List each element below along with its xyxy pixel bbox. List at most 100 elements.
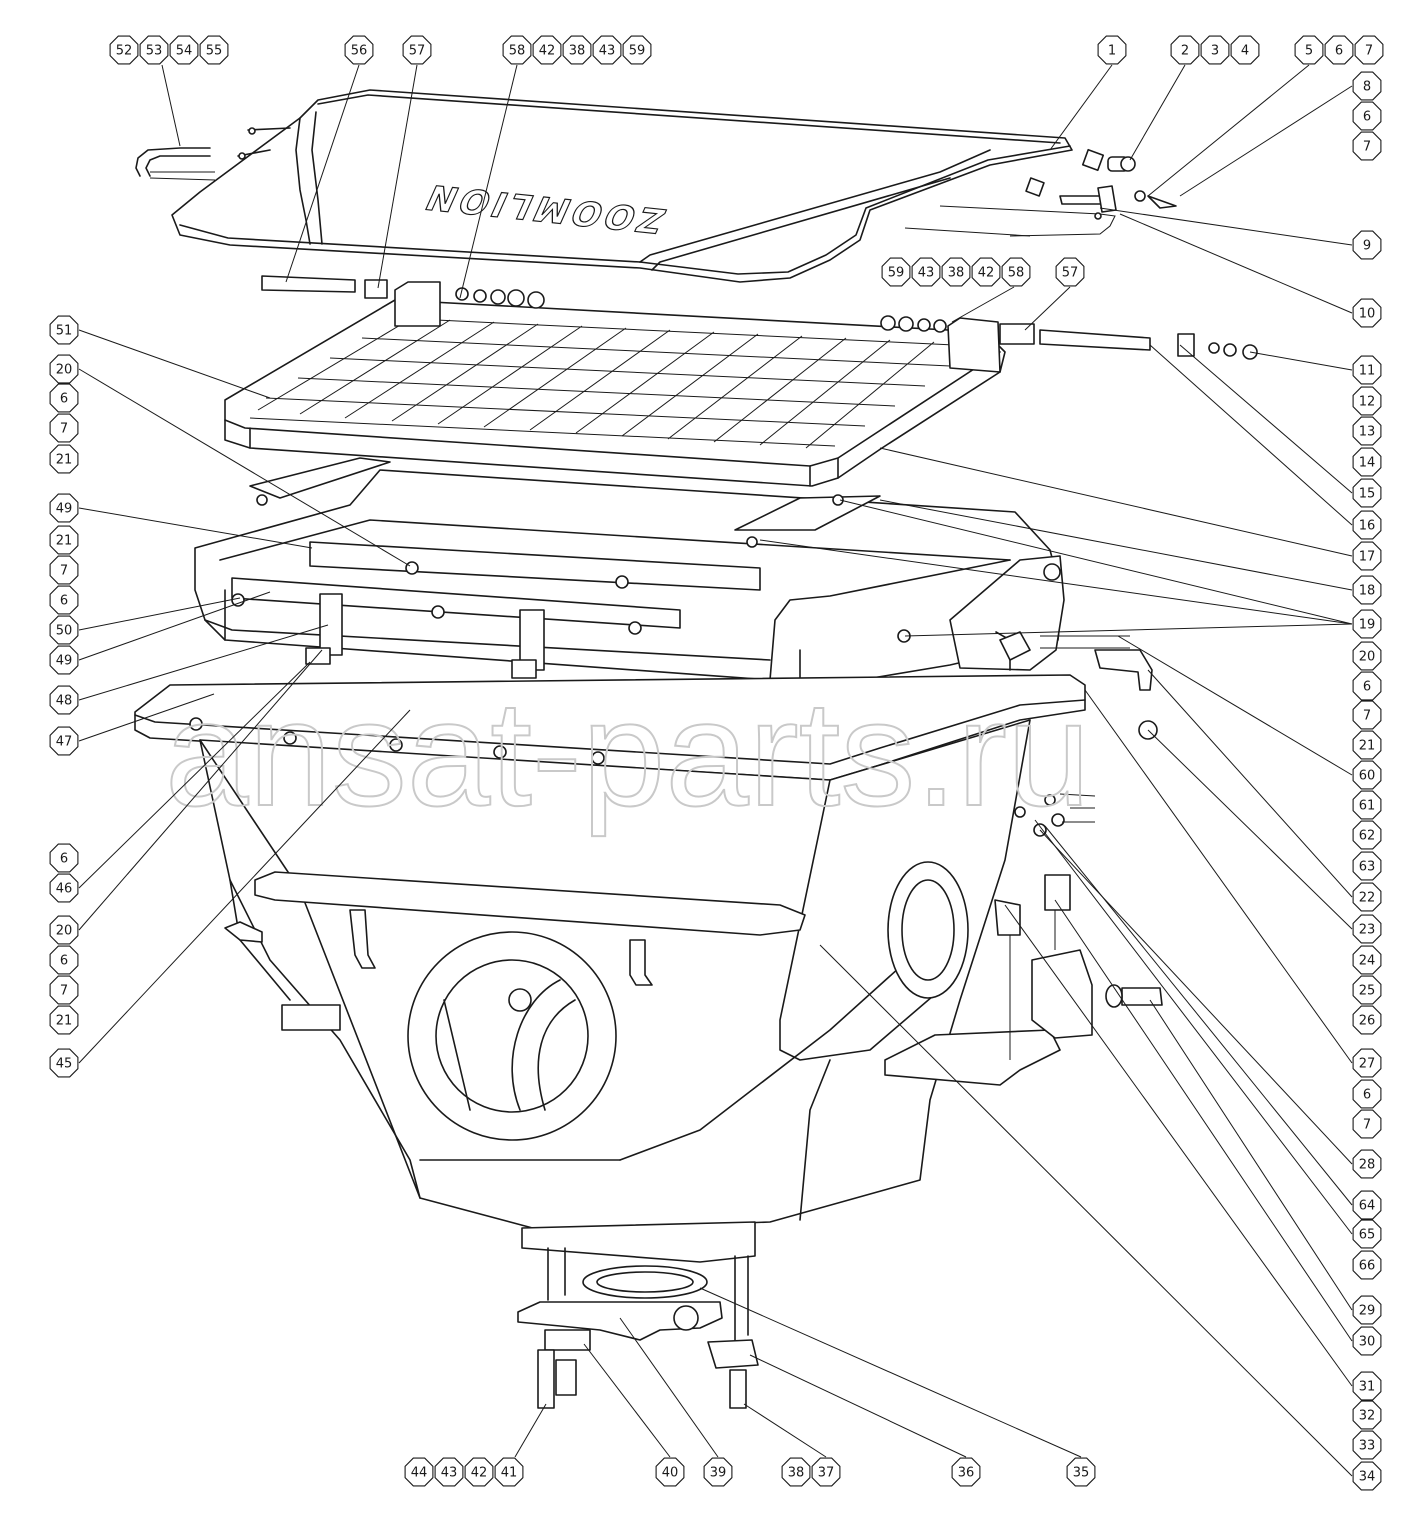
leader-line bbox=[1054, 899, 1353, 1342]
callout-number: 8 bbox=[1363, 80, 1371, 95]
callout-number: 12 bbox=[1359, 395, 1376, 410]
callout-57: 57 bbox=[1055, 257, 1085, 287]
callout-5: 5 bbox=[1294, 35, 1324, 65]
callout-54: 54 bbox=[169, 35, 199, 65]
lid-handle-left bbox=[135, 127, 291, 181]
callout-6: 6 bbox=[1352, 101, 1382, 131]
callout-number: 4 bbox=[1241, 44, 1249, 59]
callout-number: 20 bbox=[1359, 650, 1376, 665]
callout-43: 43 bbox=[911, 257, 941, 287]
callout-number: 51 bbox=[56, 324, 73, 339]
callout-57: 57 bbox=[402, 35, 432, 65]
callout-6: 6 bbox=[49, 383, 79, 413]
callout-number: 6 bbox=[1363, 680, 1371, 695]
leader-line bbox=[1004, 904, 1353, 1387]
leader-line bbox=[819, 944, 1353, 1477]
callout-number: 38 bbox=[569, 44, 586, 59]
upper-frame bbox=[194, 457, 1063, 691]
callout-38: 38 bbox=[781, 1457, 811, 1487]
callout-17: 17 bbox=[1352, 541, 1382, 571]
callout-number: 59 bbox=[629, 44, 646, 59]
callout-63: 63 bbox=[1352, 851, 1382, 881]
leader-line bbox=[1149, 999, 1353, 1311]
callout-number: 9 bbox=[1363, 239, 1371, 254]
bottom-outlet bbox=[517, 1221, 759, 1409]
callout-24: 24 bbox=[1352, 945, 1382, 975]
leader-line bbox=[759, 539, 1353, 625]
callout-6: 6 bbox=[1352, 1079, 1382, 1109]
callout-20: 20 bbox=[49, 915, 79, 945]
callout-12: 12 bbox=[1352, 386, 1382, 416]
leader-line bbox=[1099, 207, 1353, 246]
callout-number: 30 bbox=[1359, 1335, 1376, 1350]
callout-number: 39 bbox=[710, 1466, 727, 1481]
watermark: ansat-parts.ru bbox=[165, 669, 1090, 837]
callout-number: 62 bbox=[1359, 829, 1376, 844]
callout-7: 7 bbox=[1354, 35, 1384, 65]
leader-line bbox=[619, 1317, 719, 1458]
leader-line bbox=[1039, 829, 1353, 1165]
callout-number: 41 bbox=[501, 1466, 518, 1481]
callout-65: 65 bbox=[1352, 1219, 1382, 1249]
callout-number: 6 bbox=[60, 852, 68, 867]
leader-line bbox=[78, 591, 271, 661]
callout-10: 10 bbox=[1352, 298, 1382, 328]
leader-line bbox=[161, 64, 181, 147]
leader-line bbox=[699, 1287, 1082, 1458]
callout-62: 62 bbox=[1352, 820, 1382, 850]
callout-number: 20 bbox=[56, 363, 73, 378]
leader-line bbox=[1129, 64, 1186, 161]
grate-mesh bbox=[249, 317, 976, 449]
callout-6: 6 bbox=[1324, 35, 1354, 65]
callout-9: 9 bbox=[1352, 230, 1382, 260]
callout-39: 39 bbox=[703, 1457, 733, 1487]
callout-6: 6 bbox=[49, 585, 79, 615]
callout-36: 36 bbox=[951, 1457, 981, 1487]
callout-38: 38 bbox=[562, 35, 592, 65]
callout-number: 43 bbox=[599, 44, 616, 59]
callout-59: 59 bbox=[622, 35, 652, 65]
callout-number: 59 bbox=[888, 266, 905, 281]
callout-number: 13 bbox=[1359, 425, 1376, 440]
leader-line bbox=[78, 368, 411, 567]
callout-19: 19 bbox=[1352, 609, 1382, 639]
callout-56: 56 bbox=[344, 35, 374, 65]
leader-line bbox=[839, 499, 1353, 625]
leader-line bbox=[1084, 689, 1353, 1064]
lid-hinge-parts bbox=[904, 148, 1177, 237]
callout-41: 41 bbox=[494, 1457, 524, 1487]
callout-number: 19 bbox=[1359, 618, 1376, 633]
callout-number: 28 bbox=[1359, 1158, 1376, 1173]
leader-line bbox=[743, 1403, 827, 1458]
leader-line bbox=[904, 623, 1353, 637]
callout-number: 47 bbox=[56, 735, 73, 750]
callout-number: 27 bbox=[1359, 1057, 1376, 1072]
callout-58: 58 bbox=[1001, 257, 1031, 287]
leader-line bbox=[1147, 669, 1353, 898]
callout-number: 38 bbox=[788, 1466, 805, 1481]
leader-line bbox=[879, 447, 1353, 557]
callout-60: 60 bbox=[1352, 760, 1382, 790]
callout-4: 4 bbox=[1230, 35, 1260, 65]
callout-number: 16 bbox=[1359, 519, 1376, 534]
callout-number: 17 bbox=[1359, 550, 1376, 565]
callout-number: 42 bbox=[471, 1466, 488, 1481]
callout-number: 31 bbox=[1359, 1380, 1376, 1395]
callout-51: 51 bbox=[49, 315, 79, 345]
callout-number: 26 bbox=[1359, 1014, 1376, 1029]
callout-number: 7 bbox=[60, 422, 68, 437]
callout-number: 45 bbox=[56, 1057, 73, 1072]
leader-line bbox=[1249, 351, 1353, 371]
leader-line bbox=[78, 624, 329, 701]
callout-number: 11 bbox=[1359, 364, 1376, 379]
callout-number: 5 bbox=[1305, 44, 1313, 59]
callout-number: 58 bbox=[1008, 266, 1025, 281]
callout-number: 37 bbox=[818, 1466, 835, 1481]
callout-6: 6 bbox=[1352, 671, 1382, 701]
callout-number: 33 bbox=[1359, 1439, 1376, 1454]
callout-number: 21 bbox=[1359, 739, 1376, 754]
leader-line bbox=[951, 286, 1015, 323]
callout-21: 21 bbox=[49, 525, 79, 555]
callout-14: 14 bbox=[1352, 447, 1382, 477]
